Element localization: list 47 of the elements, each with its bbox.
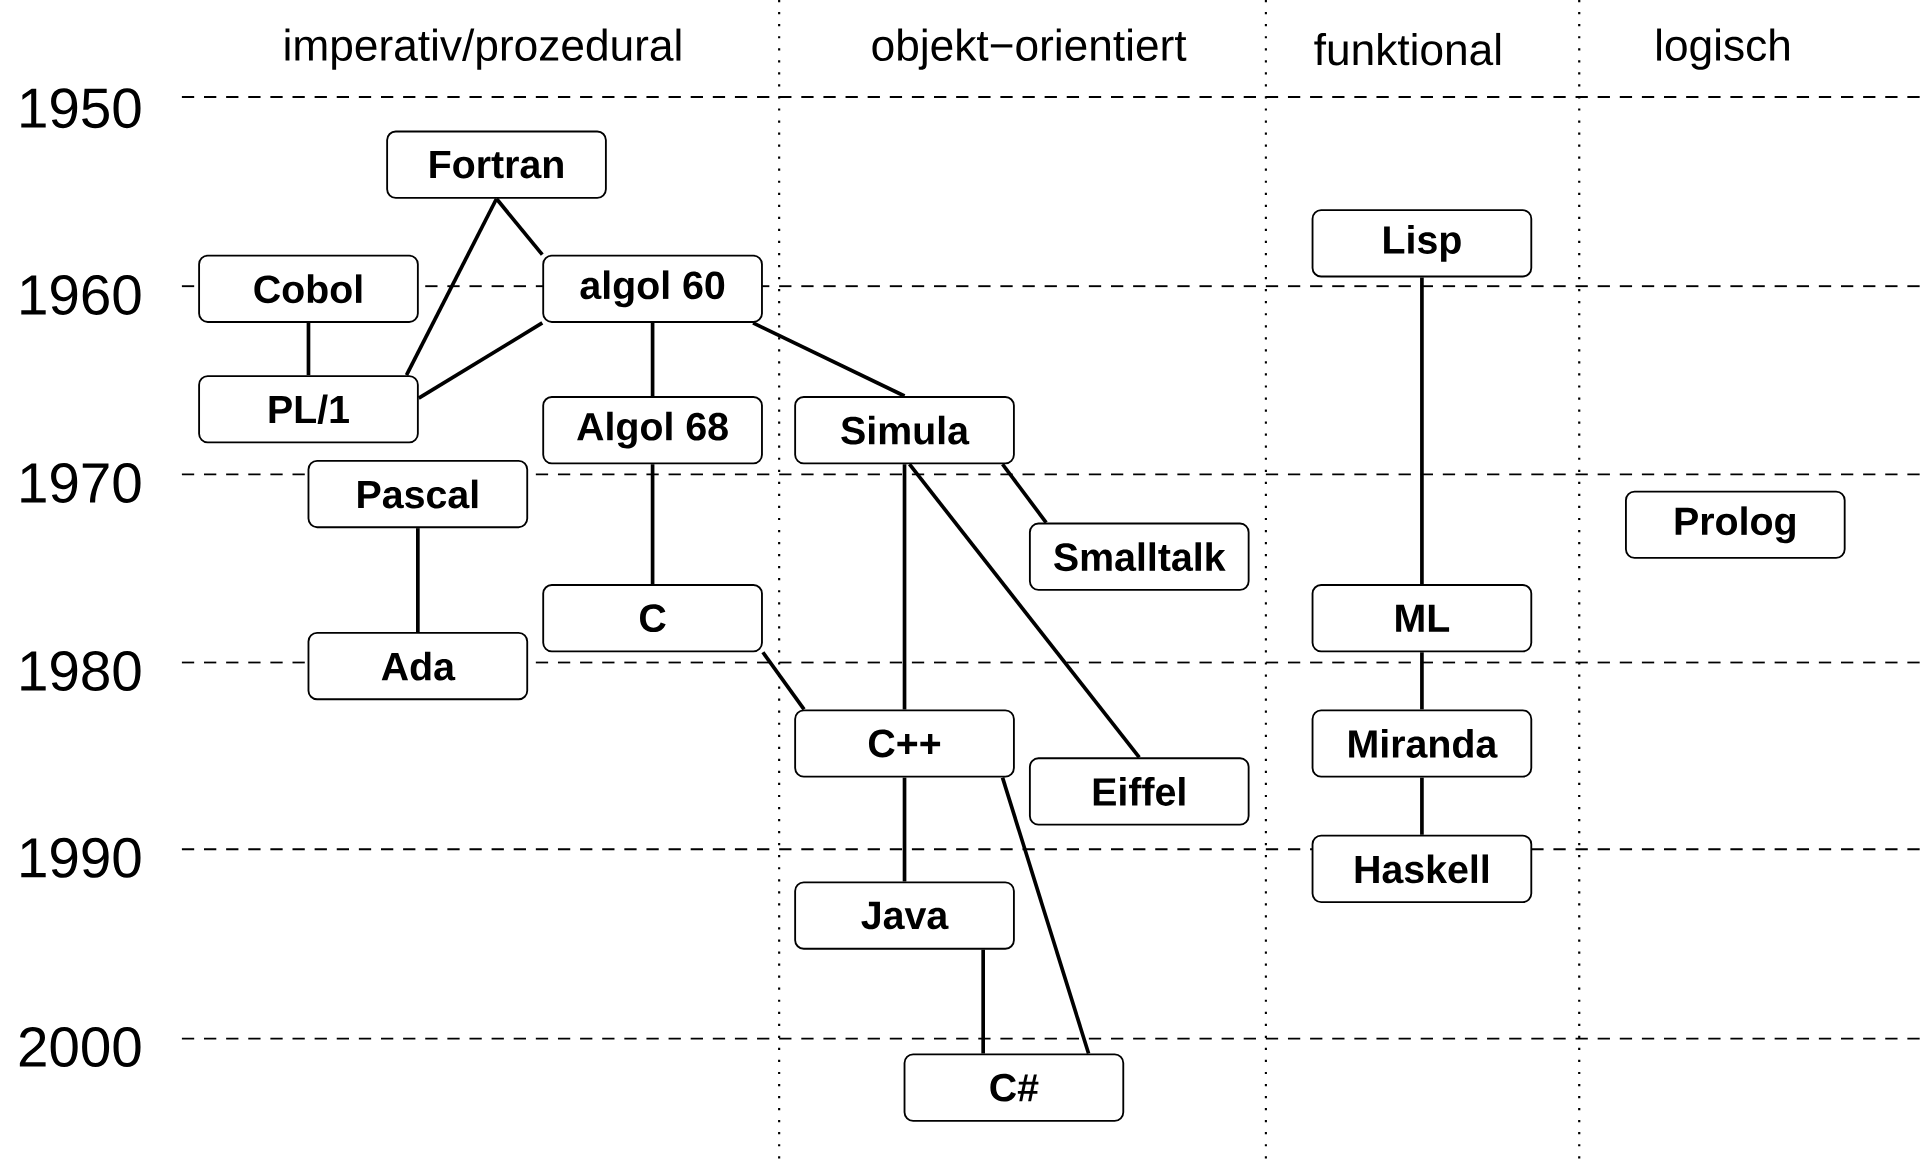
year-label: 1970 [21, 463, 141, 504]
connector-line [417, 321, 544, 400]
column-heading: logisch [1657, 28, 1789, 70]
language-box: Pascal [307, 460, 529, 529]
connector-line [650, 464, 655, 585]
year-label: 1950 [21, 88, 141, 129]
language-box: algol 60 [542, 254, 763, 323]
year-label: 2000 [19, 1027, 141, 1068]
language-box: C [542, 584, 763, 653]
year-label: 1990 [21, 837, 141, 878]
connector-line [902, 464, 907, 710]
connector-line [908, 463, 1141, 759]
column-heading: objekt−orientiert [872, 28, 1187, 70]
connector-line [495, 197, 544, 256]
year-label: 1980 [21, 651, 141, 692]
connector-line [416, 528, 420, 633]
column-heading: imperativ/prozedural [285, 28, 681, 70]
language-box: Simula [794, 396, 1015, 465]
language-box: C# [903, 1053, 1125, 1122]
language-box: Fortran [386, 130, 607, 199]
connector-line [306, 323, 311, 376]
language-box: Smalltalk [1028, 522, 1250, 591]
language-box: Java [794, 881, 1015, 950]
language-box: Eiffel [1028, 757, 1250, 826]
connector-line [1420, 652, 1424, 710]
language-box: Miranda [1311, 709, 1533, 778]
language-box: PL/1 [198, 375, 419, 444]
language-box: Haskell [1311, 834, 1533, 904]
connector-line [902, 777, 907, 882]
connector-line [404, 198, 499, 377]
connector-line [981, 949, 985, 1054]
connector-line [1000, 777, 1091, 1055]
connector-line [1001, 463, 1048, 524]
language-box: C++ [794, 709, 1015, 778]
language-box: Prolog [1625, 490, 1846, 559]
language-box: Cobol [198, 254, 419, 323]
connector-line [752, 321, 906, 398]
language-box: Lisp [1311, 209, 1533, 278]
language-box: Algol 68 [542, 396, 763, 465]
column-heading: funktional [1314, 33, 1501, 66]
language-box: Ada [307, 632, 529, 701]
connector-line [761, 651, 806, 711]
connector-line [1420, 777, 1424, 835]
language-box: ML [1311, 584, 1533, 653]
connector-line [1420, 277, 1424, 585]
year-label: 1960 [21, 275, 141, 316]
connector-line [650, 323, 655, 397]
